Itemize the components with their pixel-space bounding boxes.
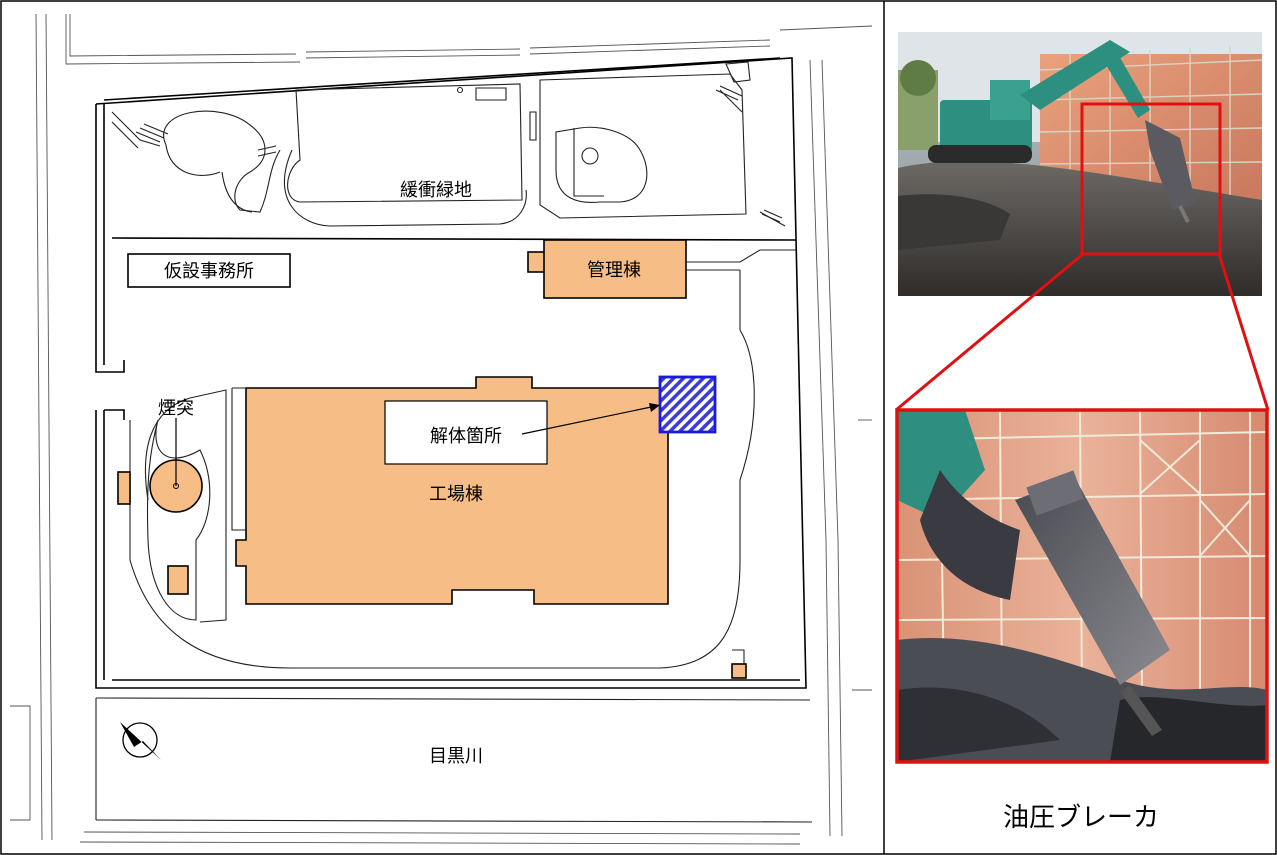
temp-office-label: 仮設事務所 — [164, 261, 254, 282]
river-label: 目黒川 — [429, 746, 483, 767]
demolition-callout: 解体箇所 — [384, 400, 660, 465]
demolition-callout-label: 解体箇所 — [430, 426, 502, 447]
admin-building-label: 管理棟 — [587, 260, 641, 281]
factory-building-label: 工場棟 — [429, 484, 483, 505]
chimney: 煙突 — [117, 398, 211, 621]
overview-photo — [898, 32, 1263, 296]
temp-office: 仮設事務所 — [127, 253, 291, 288]
street-lines — [10, 13, 873, 845]
admin-building: 管理棟 — [527, 239, 796, 299]
photo-panel — [895, 32, 1270, 764]
demolition-area — [658, 375, 717, 434]
chimney-label: 煙突 — [158, 398, 194, 419]
zoom-connector-left — [895, 252, 1084, 412]
factory-building: 工場棟 — [231, 376, 669, 605]
buffer-green-area — [111, 61, 786, 227]
zoom-connector-right — [1217, 253, 1270, 411]
photo-caption: 油圧ブレーカ — [1002, 803, 1159, 833]
site-boundary — [95, 57, 807, 689]
site-driveway — [129, 270, 755, 669]
site-map: 緩衝緑地 仮設事務所 管理棟 煙突 — [10, 13, 873, 845]
closeup-photo — [895, 408, 1269, 764]
buffer-green-label: 緩衝緑地 — [400, 180, 472, 201]
river-band — [95, 697, 813, 823]
north-arrow-icon — [120, 722, 161, 760]
small-structure — [731, 649, 747, 679]
